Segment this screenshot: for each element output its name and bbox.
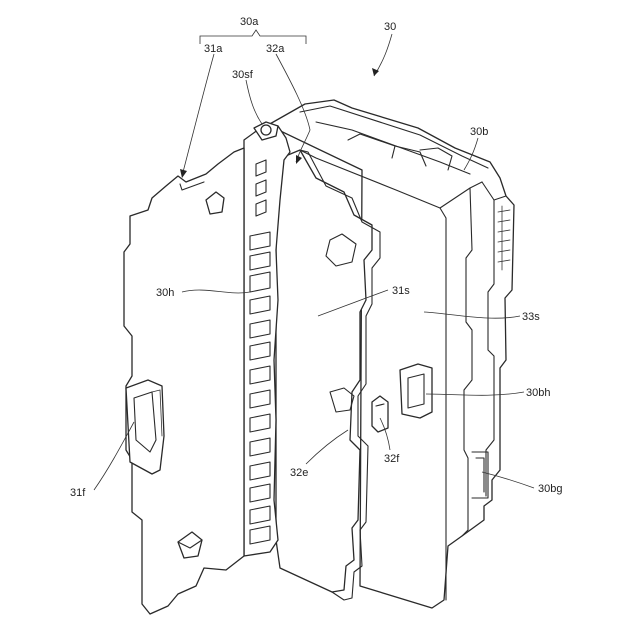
front-left-panel <box>124 148 244 614</box>
label-30bg: 30bg <box>538 483 562 495</box>
label-30b: 30b <box>470 126 488 138</box>
leader-31a <box>182 54 214 176</box>
label-30: 30 <box>384 21 396 33</box>
label-30bh: 30bh <box>526 387 550 399</box>
label-32a: 32a <box>266 43 285 55</box>
label-31f: 31f <box>70 487 86 499</box>
label-32f: 32f <box>384 453 400 465</box>
label-30a: 30a <box>240 16 259 28</box>
leader-30 <box>374 34 392 76</box>
brace-30a <box>200 30 306 44</box>
label-30h: 30h <box>156 287 174 299</box>
leader-30sf <box>246 80 262 124</box>
arrowhead-31a <box>180 169 187 178</box>
label-31s: 31s <box>392 285 410 297</box>
label-32e: 32e <box>290 467 308 479</box>
label-30sf: 30sf <box>232 69 254 81</box>
label-33s: 33s <box>522 311 540 323</box>
label-31a: 31a <box>204 43 223 55</box>
